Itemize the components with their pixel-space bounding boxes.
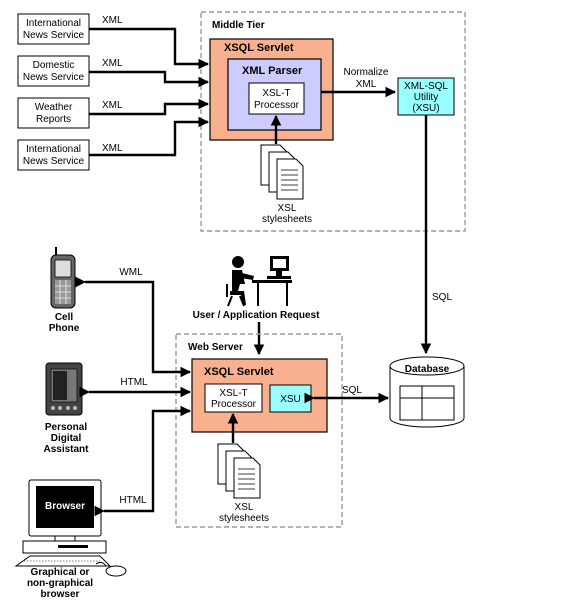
svg-text:News Service: News Service — [23, 30, 85, 41]
arrow-wml-cell — [75, 276, 192, 378]
browser-label-2: non-graphical — [27, 578, 93, 589]
browser-screen-label: Browser — [45, 501, 85, 512]
middle-stylesheets-icon — [260, 144, 304, 200]
pda-label-3: Assistant — [43, 444, 89, 455]
web-stylesheets-label-1: XSL — [235, 502, 254, 513]
middle-stylesheets-label-1: XSL — [278, 203, 297, 214]
pda-label-1: Personal — [45, 422, 87, 433]
html-label-browser: HTML — [119, 495, 147, 506]
svg-text:News Service: News Service — [23, 72, 85, 83]
database-label: Database — [405, 364, 450, 375]
web-server-boundary — [175, 333, 343, 528]
svg-text:XSL-T: XSL-T — [262, 88, 290, 99]
cell-phone-label-1: Cell — [55, 312, 74, 323]
svg-text:News Service: News Service — [23, 156, 85, 167]
web-stylesheets-label-2: stylesheets — [219, 513, 269, 524]
svg-text:XSU: XSU — [280, 394, 301, 405]
web-xsu-box: XSU — [269, 384, 312, 413]
web-stylesheets-icon — [217, 443, 261, 499]
arrow-source-1 — [89, 27, 210, 70]
svg-text:XML-SQL: XML-SQL — [404, 81, 448, 92]
wml-label: WML — [119, 267, 143, 278]
xml-label-4: XML — [102, 143, 123, 154]
xml-parser-label: XML Parser — [242, 65, 303, 77]
pda-icon — [45, 362, 83, 416]
source-weather-reports: Weather Reports — [17, 97, 90, 129]
svg-text:International: International — [26, 144, 81, 155]
arrow-source-4 — [89, 116, 210, 157]
user-at-computer-icon — [226, 256, 292, 307]
web-xslt-processor: XSL-T Processor — [204, 383, 263, 413]
arrow-source-2 — [89, 70, 210, 88]
database-icon — [389, 356, 465, 428]
svg-text:Domestic: Domestic — [33, 60, 75, 71]
svg-text:Weather: Weather — [35, 102, 73, 113]
arrow-html-browser — [94, 405, 192, 517]
html-label-pda: HTML — [120, 377, 148, 388]
web-server-title: Web Server — [188, 342, 243, 353]
middle-xslt-processor: XSL-T Processor — [248, 82, 305, 115]
normalize-label-2: XML — [356, 79, 377, 90]
svg-text:Processor: Processor — [211, 399, 257, 410]
source-international-news-2: International News Service — [17, 139, 90, 171]
cell-phone-icon — [50, 247, 76, 309]
xsu-utility-box: XML-SQL Utility (XSU) — [397, 77, 455, 116]
middle-servlet-label: XSQL Servlet — [224, 42, 294, 54]
svg-text:Processor: Processor — [254, 100, 300, 111]
sql-label-mid: SQL — [342, 385, 362, 396]
normalize-label-1: Normalize — [343, 67, 388, 78]
browser-label-3: browser — [41, 589, 80, 600]
pda-label-2: Digital — [51, 433, 82, 444]
source-domestic-news: Domestic News Service — [17, 55, 90, 87]
web-servlet-label: XSQL Servlet — [204, 366, 274, 378]
svg-text:Reports: Reports — [36, 114, 71, 125]
svg-text:Utility: Utility — [414, 92, 438, 103]
middle-stylesheets-label-2: stylesheets — [262, 214, 312, 225]
svg-text:(XSU): (XSU) — [412, 103, 439, 114]
user-request-label: User / Application Request — [193, 310, 321, 321]
source-international-news-1: International News Service — [17, 13, 90, 45]
sql-label-top: SQL — [432, 292, 452, 303]
cell-phone-label-2: Phone — [49, 323, 80, 334]
svg-text:International: International — [26, 18, 81, 29]
arrow-source-3 — [89, 98, 210, 116]
middle-tier-title: Middle Tier — [212, 20, 265, 31]
xml-label-1: XML — [102, 15, 123, 26]
browser-label-1: Graphical or — [31, 567, 90, 578]
xml-label-3: XML — [102, 100, 123, 111]
browser-computer-icon — [14, 479, 127, 577]
xml-label-2: XML — [102, 58, 123, 69]
svg-text:XSL-T: XSL-T — [219, 388, 247, 399]
